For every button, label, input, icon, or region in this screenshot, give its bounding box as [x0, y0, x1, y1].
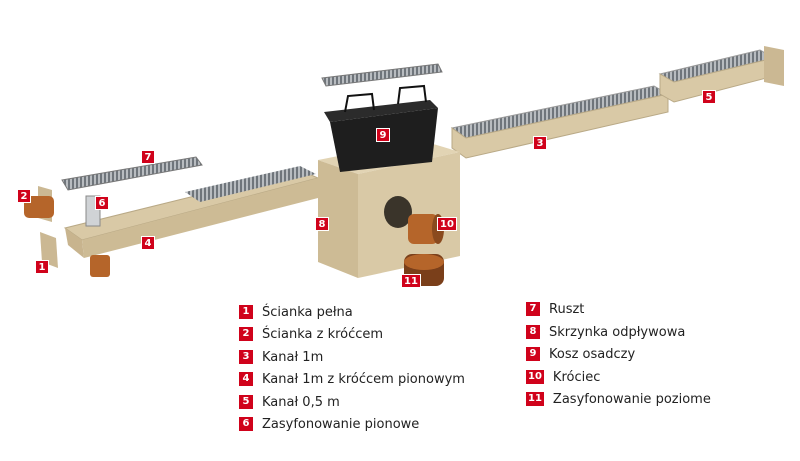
legend-item: 10 Króciec [526, 369, 600, 385]
callout-7: 7 [141, 150, 155, 164]
legend-badge: 10 [526, 370, 544, 384]
callout-1: 1 [35, 260, 49, 274]
callout-10: 10 [437, 217, 457, 231]
legend-item: 2 Ścianka z króćcem [239, 326, 383, 342]
legend-badge: 8 [526, 325, 540, 339]
legend-badge: 11 [526, 392, 544, 406]
legend-badge: 9 [526, 347, 540, 361]
legend-badge: 7 [526, 302, 540, 316]
legend-item: 5 Kanał 0,5 m [239, 394, 340, 410]
legend-label: Skrzynka odpływowa [549, 324, 686, 340]
callout-6: 6 [95, 196, 109, 210]
legend-label: Ścianka z króćcem [262, 326, 384, 342]
legend-badge: 5 [239, 395, 253, 409]
legend-label: Kanał 1m [262, 349, 324, 365]
grate [61, 156, 203, 191]
channel-0-5m [658, 46, 784, 103]
channel-1m [450, 85, 670, 159]
legend-item: 3 Kanał 1m [239, 349, 323, 365]
legend-label: Ścianka pełna [262, 304, 353, 320]
legend-badge: 3 [239, 350, 253, 364]
legend-label: Króciec [552, 369, 601, 385]
legend-label: Ruszt [549, 301, 585, 317]
callout-9: 9 [376, 128, 390, 142]
legend-item: 7 Ruszt [526, 301, 584, 317]
callout-8: 8 [315, 217, 329, 231]
legend-label: Kanał 0,5 m [262, 394, 340, 410]
legend-item: 9 Kosz osadczy [526, 346, 635, 362]
callout-3: 3 [533, 136, 547, 150]
end-wall-with-outlet [24, 186, 54, 222]
legend-item: 11 Zasyfonowanie poziome [526, 391, 711, 407]
grate-top [321, 63, 443, 87]
legend-badge: 4 [239, 372, 253, 386]
legend-label: Kanał 1m z króćcem pionowym [262, 371, 465, 387]
end-wall-solid [40, 232, 58, 268]
legend-item: 1 Ścianka pełna [239, 304, 353, 320]
legend-badge: 6 [239, 417, 253, 431]
callout-2: 2 [17, 189, 31, 203]
legend-item: 4 Kanał 1m z króćcem pionowym [239, 371, 465, 387]
legend-item: 8 Skrzynka odpływowa [526, 324, 685, 340]
legend-label: Zasyfonowanie pionowe [262, 416, 420, 432]
legend-label: Kosz osadczy [549, 346, 636, 362]
callout-4: 4 [141, 236, 155, 250]
drainage-system-illustration [24, 46, 784, 286]
legend-badge: 1 [239, 305, 253, 319]
legend-label: Zasyfonowanie poziome [552, 391, 711, 407]
legend-badge: 2 [239, 327, 253, 341]
callout-5: 5 [702, 90, 716, 104]
callout-11: 11 [401, 274, 421, 288]
legend-item: 6 Zasyfonowanie pionowe [239, 416, 419, 432]
